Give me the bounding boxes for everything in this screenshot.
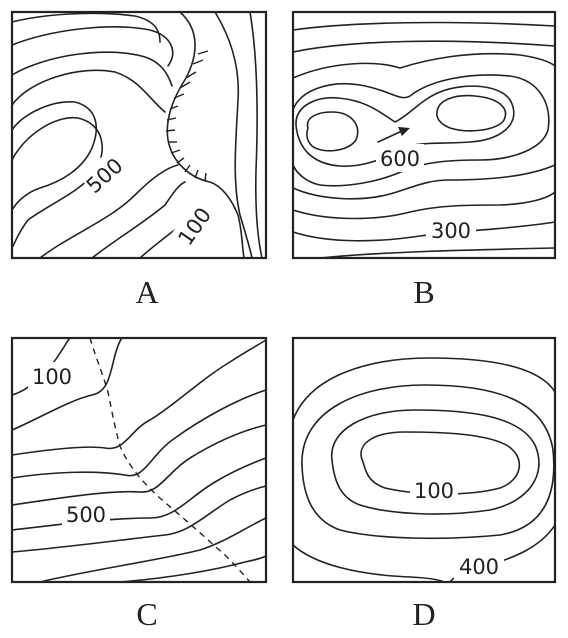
panel-a-cliff-ticks (165, 50, 209, 182)
panel-b-frame (291, 10, 557, 260)
panel-c-contours (11, 337, 267, 583)
panel-d-contours (292, 357, 556, 583)
panel-d-label-100: 100 (414, 479, 454, 503)
panel-a-frame (10, 10, 268, 260)
panel-d: 100 400 D (291, 336, 557, 632)
panel-d-letter: D (412, 596, 435, 632)
panel-b-contours (292, 21, 556, 259)
panel-c-ridge-line (89, 337, 251, 583)
panel-c: 100 500 C (10, 336, 268, 632)
panel-a-label-500: 500 (82, 153, 128, 198)
panel-b-letter: B (413, 274, 434, 310)
panel-c-label-500: 500 (66, 503, 106, 527)
panel-c-label-100: 100 (32, 365, 72, 389)
panel-c-letter: C (136, 596, 157, 632)
panel-d-frame (291, 336, 557, 584)
panel-d-label-400: 400 (459, 555, 499, 579)
panel-a-letter: A (135, 274, 158, 310)
panel-b-label-600: 600 (380, 147, 420, 171)
panel-b: 600 300 B (291, 10, 557, 310)
panel-c-frame (10, 336, 268, 584)
panel-b-label-300: 300 (431, 219, 471, 243)
panel-a: 500 100 A (10, 10, 268, 310)
panel-a-contours (11, 11, 263, 259)
panel-b-flow-arrow (377, 127, 410, 143)
